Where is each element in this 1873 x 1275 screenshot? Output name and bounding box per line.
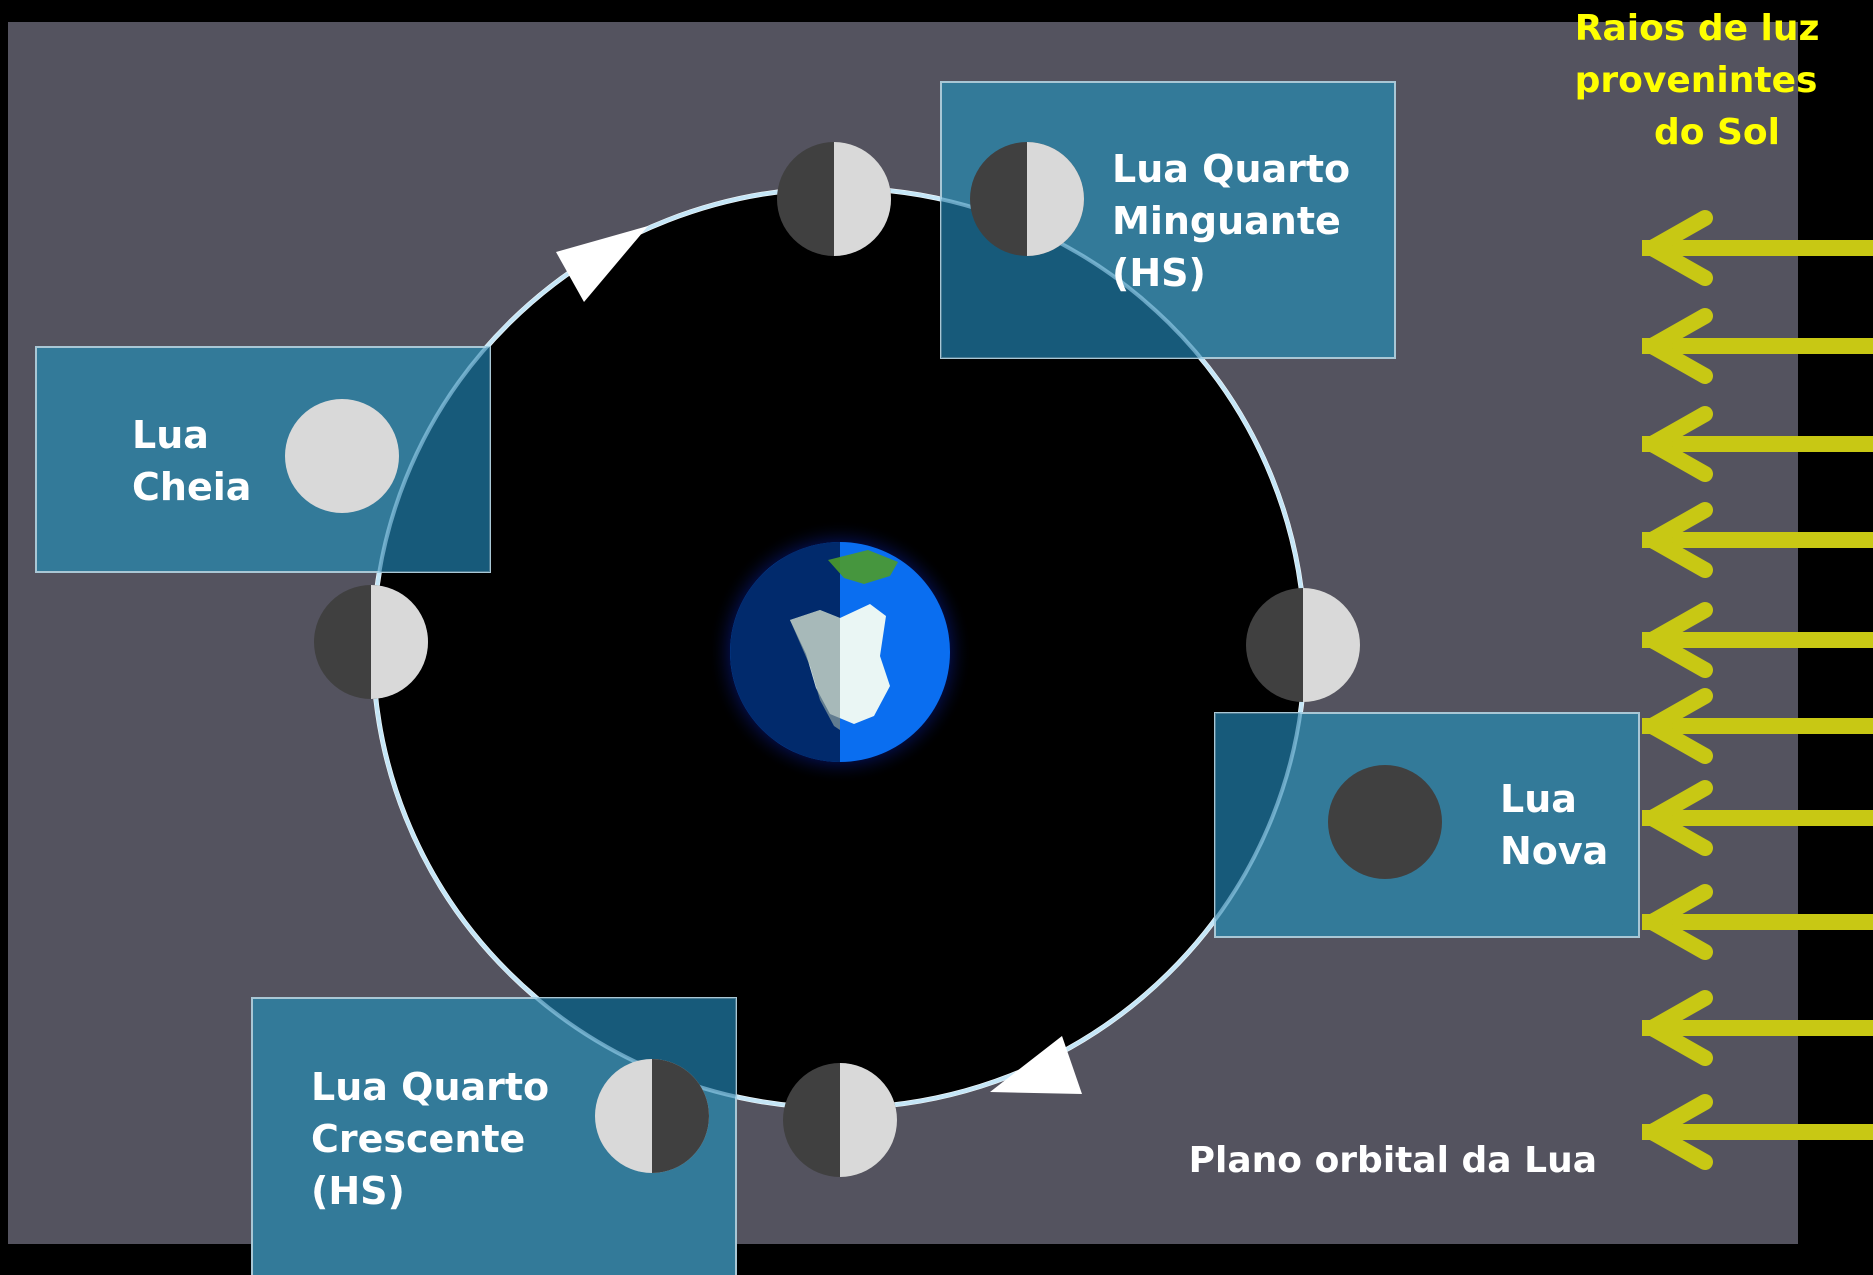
moon-orbit-left bbox=[314, 585, 428, 699]
label-new-line-2: Nova bbox=[1500, 829, 1608, 873]
moon-orbit-bottom bbox=[783, 1063, 897, 1177]
arrow-upper-left-icon bbox=[556, 226, 648, 302]
sunlight-label: Raios de luz provenintes do Sol bbox=[1575, 8, 1832, 153]
sunlight-ray-arrow-icon bbox=[1642, 780, 1873, 856]
sunlight-ray-arrow-icon bbox=[1642, 308, 1873, 384]
sunlight-ray-arrow-icon bbox=[1642, 406, 1873, 482]
label-first-quarter-line-1: Lua Quarto bbox=[311, 1065, 549, 1109]
label-first-quarter-line-3: (HS) bbox=[311, 1169, 405, 1213]
label-new: Lua Nova bbox=[1500, 777, 1608, 873]
full-moon-icon bbox=[285, 399, 399, 513]
label-last-quarter-line-1: Lua Quarto bbox=[1112, 147, 1350, 191]
label-full-line-1: Lua bbox=[132, 413, 209, 457]
sunlight-label-line-1: Raios de luz bbox=[1575, 8, 1820, 49]
label-last-quarter-line-3: (HS) bbox=[1112, 251, 1206, 295]
first-quarter-moon-icon bbox=[595, 1059, 709, 1173]
label-new-line-1: Lua bbox=[1500, 777, 1577, 821]
sunlight-ray-arrow-icon bbox=[1642, 688, 1873, 764]
label-first-quarter-line-2: Crescente bbox=[311, 1117, 525, 1161]
earth-icon bbox=[708, 520, 972, 784]
label-first-quarter: Lua Quarto Crescente (HS) bbox=[311, 1065, 562, 1213]
sunlight-label-line-3: do Sol bbox=[1654, 112, 1780, 153]
orbital-plane-label: Plano orbital da Lua bbox=[1189, 1140, 1597, 1181]
label-last-quarter: Lua Quarto Minguante (HS) bbox=[1112, 147, 1363, 295]
label-full-line-2: Cheia bbox=[132, 465, 251, 509]
sunlight-ray-arrow-icon bbox=[1642, 990, 1873, 1066]
sunlight-ray-arrow-icon bbox=[1642, 602, 1873, 678]
arrow-lower-right-icon bbox=[990, 1036, 1082, 1094]
moon-orbit-right bbox=[1246, 588, 1360, 702]
sunlight-ray-arrow-icon bbox=[1642, 210, 1873, 286]
sunlight-label-line-2: provenintes bbox=[1575, 60, 1818, 101]
label-box-full bbox=[35, 346, 491, 573]
new-moon-icon bbox=[1328, 765, 1442, 879]
sunlight-rays bbox=[1642, 210, 1873, 1170]
last-quarter-moon-icon bbox=[970, 142, 1084, 256]
sunlight-ray-arrow-icon bbox=[1642, 884, 1873, 960]
sunlight-ray-arrow-icon bbox=[1642, 1094, 1873, 1170]
sunlight-ray-arrow-icon bbox=[1642, 502, 1873, 578]
label-full: Lua Cheia bbox=[132, 413, 251, 509]
label-last-quarter-line-2: Minguante bbox=[1112, 199, 1341, 243]
moon-orbit-top bbox=[777, 142, 891, 256]
